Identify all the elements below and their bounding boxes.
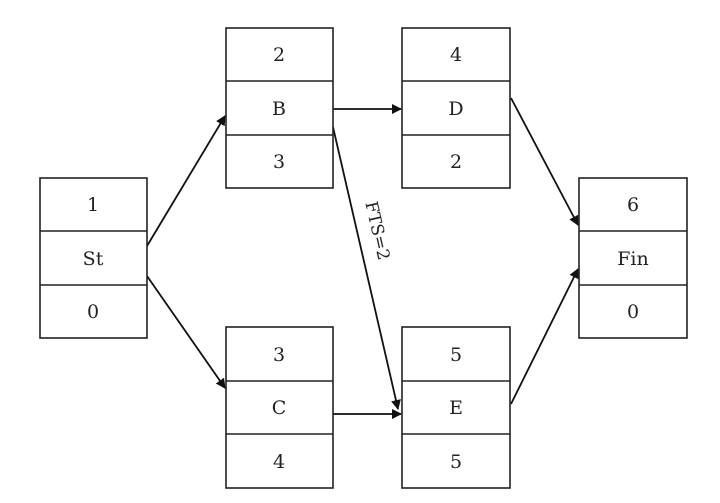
node-fin-name: Fin (617, 248, 649, 270)
node-b-bottom: 3 (273, 151, 285, 173)
node-d-name: D (448, 98, 463, 120)
node-fin: 6 Fin 0 (578, 177, 688, 339)
node-fin-top: 6 (627, 194, 639, 216)
node-d: 4 D 2 (401, 27, 511, 189)
node-st-name: St (83, 248, 104, 270)
node-d-bottom: 2 (450, 151, 462, 173)
node-c-bottom: 4 (273, 451, 285, 473)
node-st-bottom: 0 (87, 301, 99, 323)
edges: FTS=2 (146, 97, 579, 419)
node-b: 2 B 3 (225, 27, 334, 189)
node-c-name: C (272, 397, 287, 419)
node-d-top: 4 (450, 44, 462, 66)
node-st-top: 1 (87, 194, 99, 216)
edge-label-b-e: FTS=2 (360, 199, 393, 262)
node-fin-bottom: 0 (627, 301, 639, 323)
node-c: 3 C 4 (225, 326, 334, 489)
node-e: 5 E 5 (401, 326, 511, 489)
node-c-top: 3 (273, 344, 285, 366)
edge-b-e (332, 126, 401, 410)
edge-st-c (146, 275, 226, 389)
edge-d-fin (510, 97, 579, 226)
edge-e-fin (510, 268, 579, 405)
node-b-top: 2 (273, 44, 285, 66)
node-st: 1 St 0 (39, 177, 148, 339)
node-e-top: 5 (450, 344, 462, 366)
edge-st-b (146, 115, 226, 247)
node-b-name: B (272, 98, 286, 120)
node-e-name: E (449, 397, 463, 419)
node-e-bottom: 5 (450, 451, 462, 473)
